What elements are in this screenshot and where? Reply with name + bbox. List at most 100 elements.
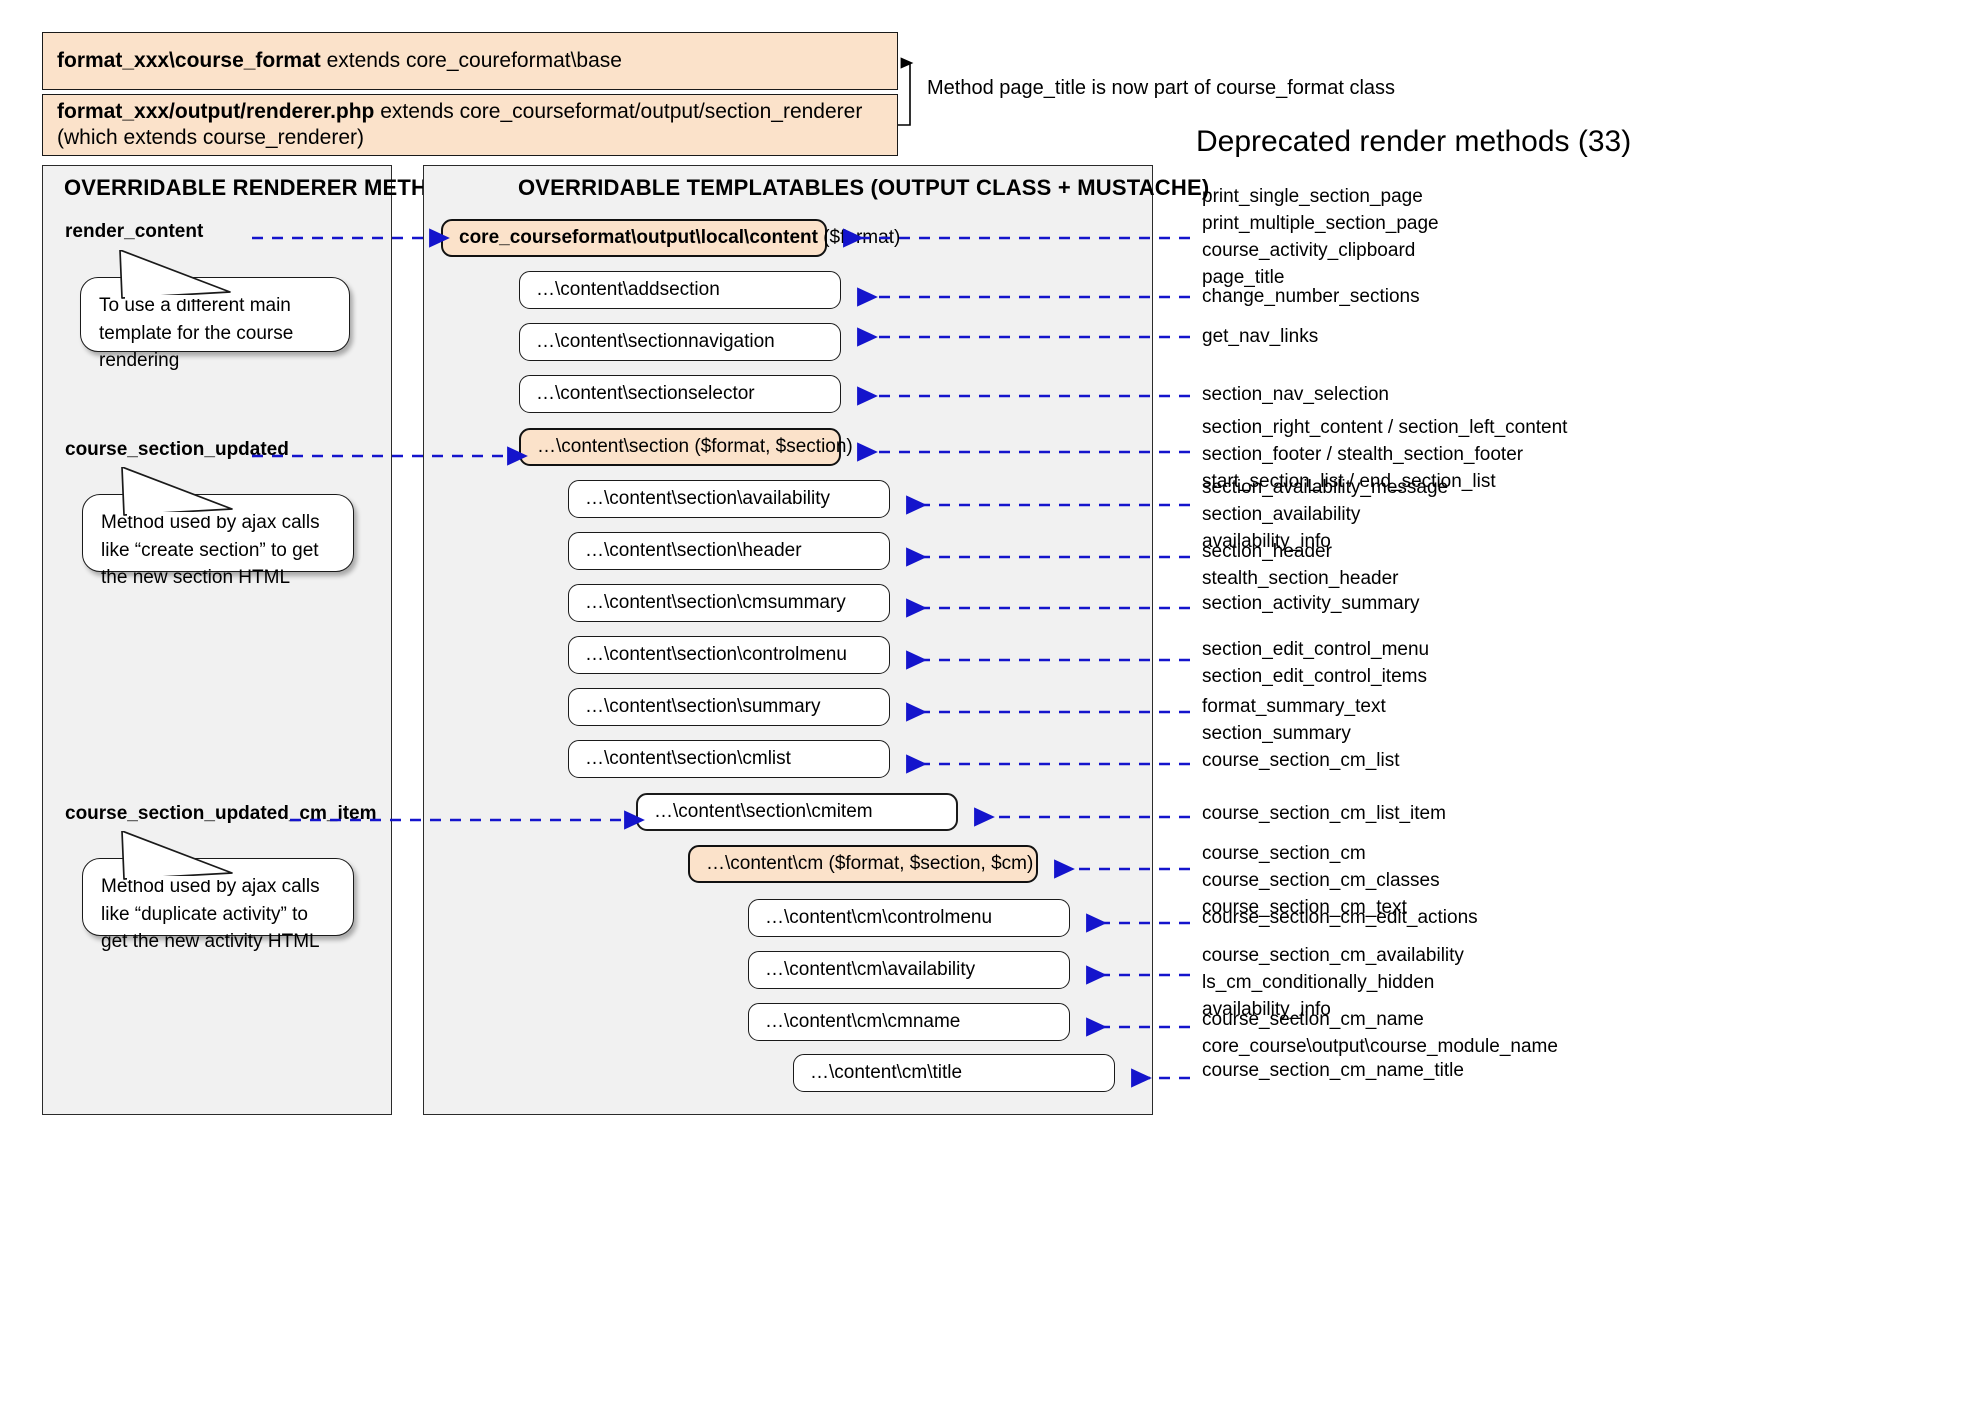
templatable-14-label: …\content\cm\availability xyxy=(765,959,976,980)
deprecated-line: course_section_cm xyxy=(1202,843,1366,864)
page-title-note: Method page_title is now part of course_… xyxy=(927,77,1396,99)
deprecated-line: course_section_cm_edit_actions xyxy=(1202,907,1478,928)
templatable-box-sectionselector[interactable]: …\content\sectionselector xyxy=(519,375,841,413)
templatable-box-cm-availability[interactable]: …\content\cm\availability xyxy=(748,951,1070,989)
deprecated-line: section_header xyxy=(1202,541,1332,562)
templatable-4-label: …\content\section ($format, $section) xyxy=(537,436,853,457)
deprecated-line: section_nav_selection xyxy=(1202,384,1389,405)
templatable-12-label: …\content\cm ($format, $section, $cm) xyxy=(706,853,1034,874)
templatable-0-bold: core_courseformat\output\local\content xyxy=(459,227,818,248)
deprecated-line: ls_cm_conditionally_hidden xyxy=(1202,971,1435,993)
deprecated-line: stealth_section_header xyxy=(1202,567,1399,589)
deprecated-group-9: format_summary_text section_summary xyxy=(1202,694,1386,748)
deprecated-line: print_multiple_section_page xyxy=(1202,212,1439,234)
deprecated-line: start_section_list / end_section_list xyxy=(1202,470,1496,492)
templatable-2-label: …\content\sectionnavigation xyxy=(536,331,775,352)
deprecated-group-8: section_edit_control_menu section_edit_c… xyxy=(1202,637,1429,691)
templatable-box-cm[interactable]: …\content\cm ($format, $section, $cm) xyxy=(688,845,1038,883)
deprecated-line: core_course\output\course_module_name xyxy=(1202,1035,1558,1057)
deprecated-line: section_right_content / section_left_con… xyxy=(1202,417,1568,438)
deprecated-line: print_single_section_page xyxy=(1202,186,1423,207)
deprecated-line: section_availability_message xyxy=(1202,477,1449,498)
method-label-course-section-updated: course_section_updated xyxy=(65,439,289,460)
header-box-1-bold: format_xxx/output/renderer.php xyxy=(57,99,375,123)
templatable-7-label: …\content\section\cmsummary xyxy=(585,592,846,613)
method-label-course-section-updated-cm-item: course_section_updated_cm_item xyxy=(65,803,377,824)
deprecated-line: section_edit_control_menu xyxy=(1202,639,1430,660)
templatable-1-label: …\content\addsection xyxy=(536,279,720,300)
templatable-11-label: …\content\section\cmitem xyxy=(654,801,873,822)
templatable-box-section[interactable]: …\content\section ($format, $section) xyxy=(519,428,853,466)
templatable-box-content[interactable]: core_courseformat\output\local\content (… xyxy=(441,219,900,257)
header-box-0-rest: extends core_coureformat\base xyxy=(320,48,622,72)
deprecated-line: section_activity_summary xyxy=(1202,593,1420,614)
deprecated-line: course_section_cm_list xyxy=(1202,750,1400,771)
deprecated-group-10: course_section_cm_list xyxy=(1202,748,1399,775)
deprecated-line: course_section_cm_name_title xyxy=(1202,1060,1464,1081)
templatable-8-label: …\content\section\controlmenu xyxy=(585,644,847,665)
templatable-10-label: …\content\section\cmlist xyxy=(585,748,791,769)
deprecated-line: format_summary_text xyxy=(1202,696,1386,717)
templatable-16-label: …\content\cm\title xyxy=(810,1062,963,1083)
deprecated-group-4: section_right_content / section_left_con… xyxy=(1202,415,1567,496)
right-panel-title: OVERRIDABLE TEMPLATABLES (OUTPUT CLASS +… xyxy=(518,175,1210,200)
templatable-3-label: …\content\sectionselector xyxy=(536,383,755,404)
deprecated-group-16: course_section_cm_name_title xyxy=(1202,1058,1464,1085)
templatable-box-section-cmsummary[interactable]: …\content\section\cmsummary xyxy=(568,584,890,622)
deprecated-line: course_section_cm_classes xyxy=(1202,869,1440,891)
templatable-5-label: …\content\section\availability xyxy=(585,488,831,509)
deprecated-line: course_activity_clipboard xyxy=(1202,239,1416,261)
header-box-renderer-php: format_xxx/output/renderer.php extends c… xyxy=(42,94,898,156)
templatable-box-section-cmitem[interactable]: …\content\section\cmitem xyxy=(636,793,958,831)
templatable-box-section-controlmenu[interactable]: …\content\section\controlmenu xyxy=(568,636,890,674)
deprecated-methods-title: Deprecated render methods (33) xyxy=(1196,125,1632,158)
templatable-6-label: …\content\section\header xyxy=(585,540,802,561)
templatable-box-section-cmlist[interactable]: …\content\section\cmlist xyxy=(568,740,890,778)
deprecated-group-14: course_section_cm_availability ls_cm_con… xyxy=(1202,943,1464,1024)
deprecated-group-2: get_nav_links xyxy=(1202,324,1318,351)
templatable-box-cm-title[interactable]: …\content\cm\title xyxy=(793,1054,1115,1092)
templatable-box-sectionnavigation[interactable]: …\content\sectionnavigation xyxy=(519,323,841,361)
deprecated-line: course_section_cm_text xyxy=(1202,896,1407,918)
deprecated-line: change_number_sections xyxy=(1202,286,1420,307)
header-box-0-bold: format_xxx\course_format xyxy=(57,48,321,72)
templatable-9-label: …\content\section\summary xyxy=(585,696,821,717)
templatable-box-section-availability[interactable]: …\content\section\availability xyxy=(568,480,890,518)
deprecated-group-12: course_section_cm course_section_cm_clas… xyxy=(1202,841,1440,922)
deprecated-line: course_section_cm_availability xyxy=(1202,945,1464,966)
deprecated-group-13: course_section_cm_edit_actions xyxy=(1202,905,1478,932)
deprecated-group-7: section_activity_summary xyxy=(1202,591,1420,618)
deprecated-group-1: change_number_sections xyxy=(1202,284,1420,311)
deprecated-line: course_section_cm_name xyxy=(1202,1009,1424,1030)
deprecated-group-3: section_nav_selection xyxy=(1202,382,1389,409)
deprecated-line: page_title xyxy=(1202,266,1285,288)
method-label-render-content: render_content xyxy=(65,221,204,242)
templatable-box-cm-controlmenu[interactable]: …\content\cm\controlmenu xyxy=(748,899,1070,937)
callout-course-section-updated-cm-item: Method used by ajax calls like “duplicat… xyxy=(82,858,354,952)
templatable-15-label: …\content\cm\cmname xyxy=(765,1011,961,1032)
deprecated-group-11: course_section_cm_list_item xyxy=(1202,801,1446,828)
callout-course-section-updated: Method used by ajax calls like “create s… xyxy=(82,494,354,588)
deprecated-line: section_availability xyxy=(1202,503,1361,525)
deprecated-line: availability_info xyxy=(1202,530,1331,552)
left-panel-title: OVERRIDABLE RENDERER METHODS xyxy=(64,175,476,200)
templatable-box-section-summary[interactable]: …\content\section\summary xyxy=(568,688,890,726)
deprecated-group-15: course_section_cm_name core_course\outpu… xyxy=(1202,1007,1558,1061)
templatable-box-addsection[interactable]: …\content\addsection xyxy=(519,271,841,309)
deprecated-line: section_footer / stealth_section_footer xyxy=(1202,443,1524,465)
templatable-box-cm-cmname[interactable]: …\content\cm\cmname xyxy=(748,1003,1070,1041)
deprecated-line: availability_info xyxy=(1202,998,1331,1020)
templatable-13-label: …\content\cm\controlmenu xyxy=(765,907,993,928)
templatable-0-rest: ($format) xyxy=(817,227,901,248)
deprecated-line: course_section_cm_list_item xyxy=(1202,803,1446,824)
deprecated-line: get_nav_links xyxy=(1202,326,1319,347)
deprecated-group-0: print_single_section_page print_multiple… xyxy=(1202,184,1439,292)
header-box-course-format: format_xxx\course_format extends core_co… xyxy=(42,32,898,90)
callout-render-content: To use a different main template for the… xyxy=(80,277,350,371)
deprecated-group-5: section_availability_message section_ava… xyxy=(1202,475,1448,556)
templatable-box-section-header[interactable]: …\content\section\header xyxy=(568,532,890,570)
deprecated-line: section_summary xyxy=(1202,722,1351,744)
header-box-1-rest: extends core_courseformat/output/section… xyxy=(57,99,863,149)
deprecated-line: section_edit_control_items xyxy=(1202,665,1427,687)
deprecated-group-6: section_header stealth_section_header xyxy=(1202,539,1398,593)
